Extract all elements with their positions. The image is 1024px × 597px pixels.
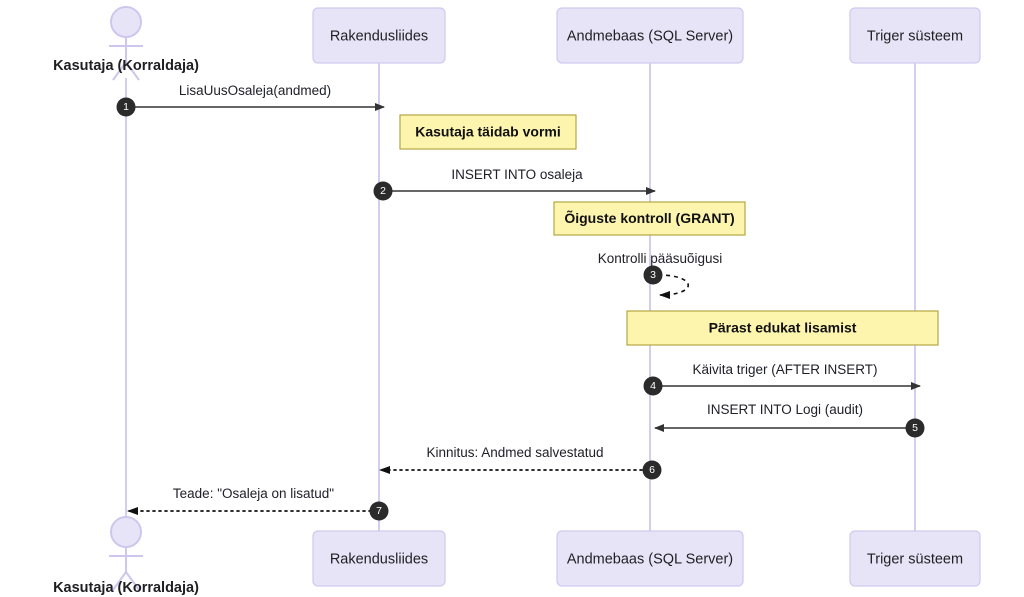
- message-6[interactable]: Kinnitus: Andmed salvestatud 6: [379, 445, 662, 480]
- sequence-badge-number: 1: [123, 101, 129, 113]
- participants-layer: Kasutaja (Korraldaja) Kasutaja (Korraldaj…: [53, 6, 981, 596]
- participant-box: [312, 7, 446, 64]
- participant-trigger-top[interactable]: Triger süsteem: [849, 7, 981, 64]
- participant-app-bottom[interactable]: Rakendusliides: [312, 530, 446, 587]
- actor-label-actor: Kasutaja (Korraldaja): [53, 580, 199, 596]
- actor-head-icon: [110, 516, 142, 548]
- lifelines-layer: [125, 63, 916, 531]
- actor-actor-top[interactable]: Kasutaja (Korraldaja): [53, 6, 199, 81]
- note-box: [399, 114, 577, 150]
- message-5[interactable]: INSERT INTO Logi (audit) 5: [654, 402, 925, 438]
- actor-body-icon: [109, 37, 143, 81]
- message-label-2: INSERT INTO osaleja: [451, 167, 583, 182]
- participant-box: [556, 7, 744, 64]
- sequence-badge-4: 4: [643, 376, 663, 396]
- participant-label-trigger: Triger süsteem: [867, 28, 963, 44]
- note-label: Õiguste kontroll (GRANT): [564, 209, 734, 226]
- message-label-1: LisaUusOsaleja(andmed): [179, 83, 331, 98]
- sequence-badge-5: 5: [905, 418, 925, 438]
- sequence-badge-1: 1: [116, 97, 136, 117]
- sequence-badge-number: 5: [912, 422, 918, 434]
- sequence-badge-circle: [369, 501, 389, 521]
- participant-app-top[interactable]: Rakendusliides: [312, 7, 446, 64]
- message-self-loop: [657, 274, 690, 299]
- sequence-badge-circle: [116, 97, 136, 117]
- note-box: [626, 310, 939, 346]
- message-4[interactable]: Käivita triger (AFTER INSERT) 4: [643, 362, 921, 396]
- message-1[interactable]: LisaUusOsaleja(andmed) 1: [116, 83, 385, 117]
- message-2[interactable]: INSERT INTO osaleja 2: [373, 167, 656, 201]
- sequence-badge-circle: [643, 265, 663, 285]
- message-7[interactable]: Teade: "Osaleja on lisatud" 7: [127, 486, 389, 521]
- participant-box: [312, 530, 446, 587]
- sequence-badge-number: 6: [649, 464, 655, 476]
- sequence-badge-3: 3: [643, 265, 663, 285]
- participant-db-top[interactable]: Andmebaas (SQL Server): [556, 7, 744, 64]
- note-fill-form: Kasutaja täidab vormi: [399, 114, 577, 150]
- participant-label-app: Rakendusliides: [330, 551, 428, 567]
- message-3[interactable]: Kontrolli pääsuõigusi 3: [598, 251, 723, 299]
- sequence-badge-circle: [905, 418, 925, 438]
- note-box: [553, 201, 746, 236]
- participant-box: [849, 530, 981, 587]
- participant-box: [556, 530, 744, 587]
- actor-actor-bottom[interactable]: Kasutaja (Korraldaja): [53, 516, 199, 596]
- note-label: Kasutaja täidab vormi: [415, 124, 561, 140]
- note-rights-check: Õiguste kontroll (GRANT): [553, 201, 746, 236]
- message-label-4: Käivita triger (AFTER INSERT): [692, 362, 877, 377]
- participant-db-bottom[interactable]: Andmebaas (SQL Server): [556, 530, 744, 587]
- message-label-6: Kinnitus: Andmed salvestatud: [426, 445, 603, 460]
- sequence-badge-circle: [643, 376, 663, 396]
- message-label-7: Teade: "Osaleja on lisatud": [173, 486, 334, 501]
- participant-label-app: Rakendusliides: [330, 28, 428, 44]
- sequence-badge-number: 3: [650, 269, 656, 281]
- actor-label-actor: Kasutaja (Korraldaja): [53, 58, 199, 74]
- participant-label-db: Andmebaas (SQL Server): [567, 28, 733, 44]
- sequence-badge-number: 4: [650, 380, 656, 392]
- sequence-badge-6: 6: [642, 460, 662, 480]
- actor-head-icon: [110, 6, 142, 38]
- participant-box: [849, 7, 981, 64]
- note-label: Pärast edukat lisamist: [709, 320, 857, 336]
- message-label-5: INSERT INTO Logi (audit): [707, 402, 863, 417]
- sequence-badge-circle: [642, 460, 662, 480]
- participant-trigger-bottom[interactable]: Triger süsteem: [849, 530, 981, 587]
- participant-label-trigger: Triger süsteem: [867, 551, 963, 567]
- actor-body-icon: [109, 547, 143, 591]
- message-label-3: Kontrolli pääsuõigusi: [598, 251, 723, 266]
- note-after-insert: Pärast edukat lisamist: [626, 310, 939, 346]
- sequence-badge-number: 2: [380, 185, 386, 197]
- sequence-badge-2: 2: [373, 181, 393, 201]
- sequence-badge-number: 7: [376, 505, 382, 517]
- participant-label-db: Andmebaas (SQL Server): [567, 551, 733, 567]
- sequence-badge-7: 7: [369, 501, 389, 521]
- sequence-badge-circle: [373, 181, 393, 201]
